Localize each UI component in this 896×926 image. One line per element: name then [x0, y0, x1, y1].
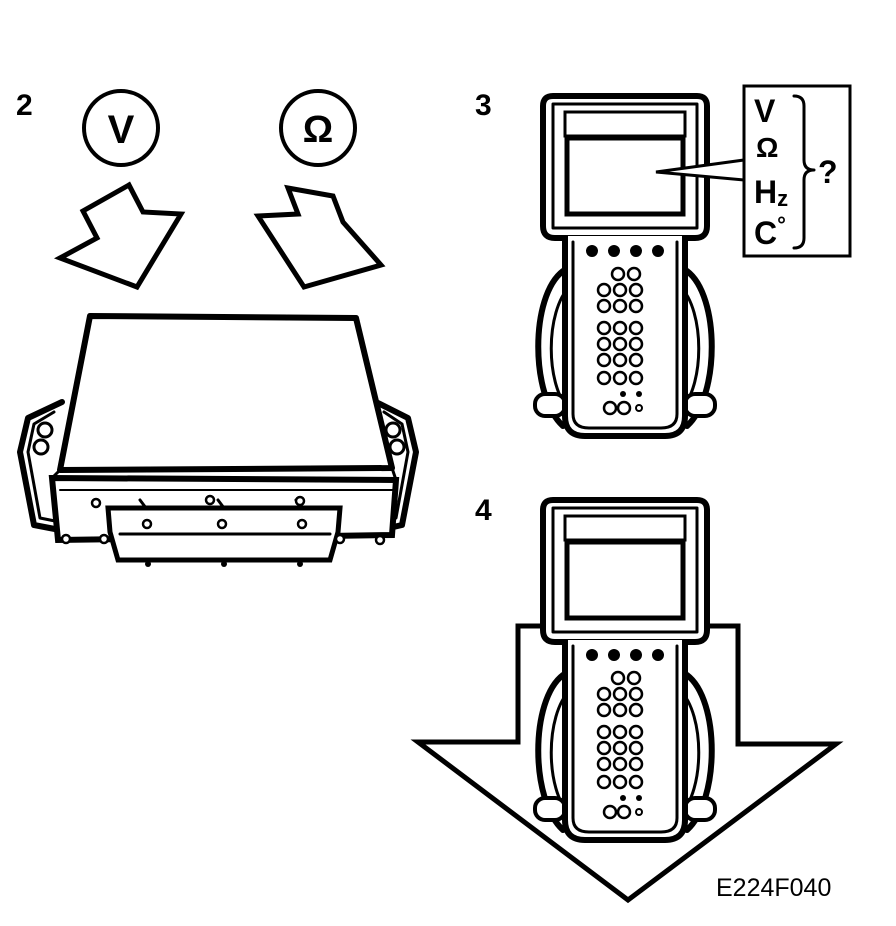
- scan-tool-icon: [535, 500, 715, 840]
- step-2-label: 2: [16, 89, 33, 122]
- voltmeter-circle-icon: V: [82, 89, 160, 167]
- unit-volt: V: [754, 93, 776, 129]
- unit-hertz: Hz: [754, 174, 788, 211]
- left-input-arrow-icon: [53, 181, 186, 291]
- figure-code: E224F040: [716, 874, 831, 902]
- unit-callout-box: [742, 84, 852, 258]
- brace-icon: [792, 94, 816, 250]
- unit-celsius: C°: [754, 212, 786, 251]
- control-unit-icon: [17, 313, 419, 567]
- question-mark: ?: [818, 154, 838, 190]
- ohmmeter-circle-icon: Ω: [279, 89, 357, 167]
- right-input-arrow-icon: [253, 184, 386, 290]
- step-3-label: 3: [475, 89, 492, 122]
- volt-symbol: V: [108, 108, 135, 152]
- unit-ohm: Ω: [756, 132, 778, 163]
- ohm-symbol: Ω: [303, 109, 333, 151]
- step-4-label: 4: [475, 494, 492, 527]
- scan-tool-icon: [535, 96, 715, 436]
